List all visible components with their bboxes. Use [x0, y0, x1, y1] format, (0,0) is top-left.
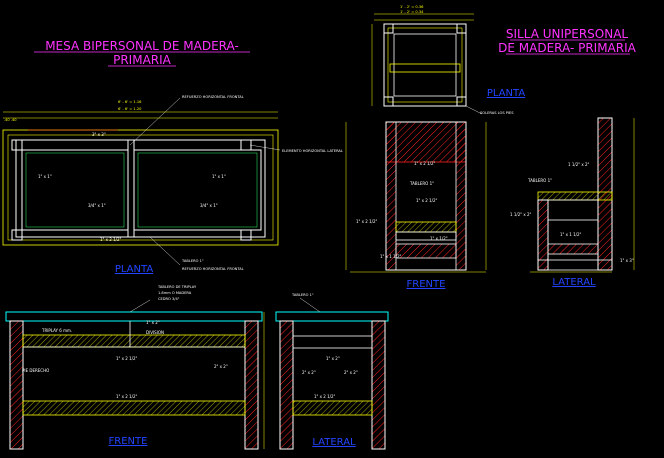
desk-front-dim-b: 1" x 2 1/2": [116, 356, 138, 361]
desk-plan-dim-e: 3/4" x 1": [200, 203, 218, 208]
desk-front-note2: 1.8mm O MADERA: [158, 291, 192, 295]
desk-side-dim-d: 1" x 2 1/2": [314, 394, 336, 399]
desk-side-view-label: LATERAL: [312, 437, 356, 448]
desk-plan-total-dim2: 6' - 6' = 1.20: [118, 107, 142, 111]
desk-title-line2: PRIMARIA: [113, 53, 172, 67]
desk-plan-view-label: PLANTA: [115, 264, 153, 275]
desk-plan-dim-b: 1" x 1": [38, 174, 52, 179]
desk-side-tablero: TABLERO 1": [291, 293, 314, 297]
desk-front-dim-a: 1" x 2": [146, 320, 160, 325]
desk-plan-note-bottom1: TABLERO 1": [181, 259, 204, 263]
desk-plan-dim-d: 1" x 1": [212, 174, 226, 179]
desk-plan-dim-c: 3/4" x 1": [88, 203, 106, 208]
desk-plan-note-bottom2: REFUERZO HORIZONTAL FRONTAL: [182, 267, 244, 271]
desk-plan-total-dim1: 6' - 6' = 1.16: [118, 100, 142, 104]
desk-side-dim-b: 2" x 2": [302, 370, 316, 375]
chair-side-dim-c: 1" x 1 1/2": [560, 232, 582, 237]
desk-plan-dim-a: 3" x 3": [92, 132, 106, 137]
desk-front-dim-d: 1" x 2 1/2": [116, 394, 138, 399]
desk-side-dim-c: 2" x 2": [344, 370, 358, 375]
chair-front-dim-c: 1" x 2 1/2": [356, 219, 378, 224]
chair-front-dim-d: 1" x 1/2": [430, 236, 448, 241]
desk-side-dim-a: 1" x 2": [326, 356, 340, 361]
chair-side-view-label: LATERAL: [552, 277, 596, 288]
chair-title-line1: SILLA UNIPERSONAL: [506, 27, 629, 41]
desk-plan-note-right: ELEMENTO HORIZONTAL LATERAL: [282, 149, 343, 153]
desk-title-line1: MESA BIPERSONAL DE MADERA-: [45, 39, 239, 53]
desk-front-view: [5, 299, 265, 450]
chair-front-view-label: FRENTE: [407, 279, 446, 290]
chair-side-view: [530, 117, 635, 273]
desk-side-view: [275, 297, 389, 450]
chair-side-dim-a: 1 1/2" x 2": [568, 162, 590, 167]
chair-front-dim-e: 1" x 1 1/2": [380, 254, 402, 259]
chair-side-dim-d: 1" x 3": [620, 258, 634, 263]
desk-plan-left-dim: .40 .40: [4, 118, 17, 122]
chair-front-dim-a: 1" x 2 1/2": [414, 161, 436, 166]
chair-plan-dim2: 1' - 2' = 0.34: [400, 10, 424, 14]
desk-front-dim-c: 2" x 2": [214, 364, 228, 369]
desk-plan-view: [2, 97, 281, 266]
desk-plan-note-top: REFUERZO HORIZONTAL FRONTAL: [182, 95, 244, 99]
chair-front-view: [345, 121, 487, 273]
desk-front-note3: CEDRO 3/4": [158, 297, 180, 301]
chair-title-line2: DE MADERA- PRIMARIA: [498, 41, 637, 55]
chair-plan-note: SOLERAS LOS PIES: [480, 111, 514, 115]
chair-plan-view: [371, 13, 483, 115]
desk-front-view-label: FRENTE: [109, 436, 148, 447]
chair-side-dim-b: 1 1/2" x 2": [510, 212, 532, 217]
desk-front-note1: TABLERO DE TRIPLAY: [157, 285, 197, 289]
chair-plan-view-label: PLANTA: [487, 88, 525, 99]
chair-side-tablero: TABLERO 1": [527, 178, 552, 183]
chair-front-tablero: TABLERO 1": [409, 181, 434, 186]
desk-plan-dim-f: 1" x 2 1/2": [100, 237, 122, 242]
chair-front-dim-b: 1" x 2 1/2": [416, 198, 438, 203]
desk-front-triplay: TRIPLAY 6 mm.: [41, 328, 72, 333]
chair-plan-dim1: 1' - 2' = 0.36: [400, 5, 424, 9]
desk-front-divisor: DIVISION: [146, 330, 164, 335]
desk-front-leg: PIE DERECHO: [22, 368, 49, 373]
